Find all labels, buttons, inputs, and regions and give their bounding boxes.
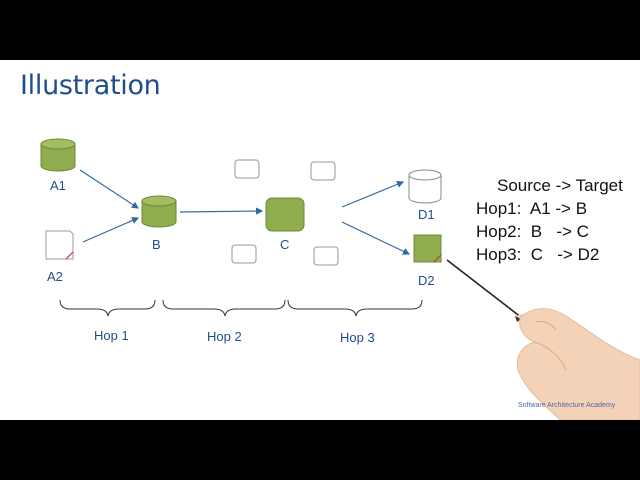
notes-hop3: Hop3: C -> D2 [476,245,600,264]
node-a2-label: A2 [47,269,63,284]
node-c-label: C [280,237,290,252]
placeholder-box-icon [313,246,339,266]
placeholder-box-icon [231,244,257,264]
letterbox-top [0,0,640,60]
credit-text: Software Architecture Academy [518,402,616,409]
hop2-label: Hop 2 [207,329,242,344]
hop-notes: Source -> Target Hop1: A1 -> B Hop2: B -… [476,174,623,266]
notes-hop1: Hop1: A1 -> B [476,199,588,218]
hop1-label: Hop 1 [94,328,129,343]
hop1-brace [59,299,156,317]
notes-hop2: Hop2: B -> C [476,222,589,241]
notes-header: Source -> Target [497,176,623,195]
edge-b-c [179,207,264,215]
node-a1-label: A1 [50,178,66,193]
hop3-brace [287,299,423,317]
node-d2-label: D2 [418,273,435,288]
node-b-label: B [152,237,161,252]
placeholder-box-icon [234,159,260,179]
letterbox-bottom [0,420,640,480]
node-d1-label: D1 [418,207,435,222]
node-a1-database-icon [40,138,76,172]
flow-diagram [40,138,640,420]
node-b-database-icon [141,195,177,228]
slide-title: Illustration [20,70,161,101]
node-d2-box-icon [413,234,442,263]
hop3-label: Hop 3 [340,330,375,345]
hand-with-pencil-illustration [446,259,640,420]
placeholder-box-icon [310,161,336,181]
edge-a1-b [79,169,140,209]
node-a2-document-icon [45,230,74,260]
edge-a2-b [82,217,140,243]
edge-c-d2 [341,221,411,255]
node-c-box-icon [265,197,305,232]
edge-c-d1 [341,180,405,208]
slide: Illustration [0,60,640,420]
node-d1-database-icon [408,169,442,204]
hop2-brace [162,299,286,317]
